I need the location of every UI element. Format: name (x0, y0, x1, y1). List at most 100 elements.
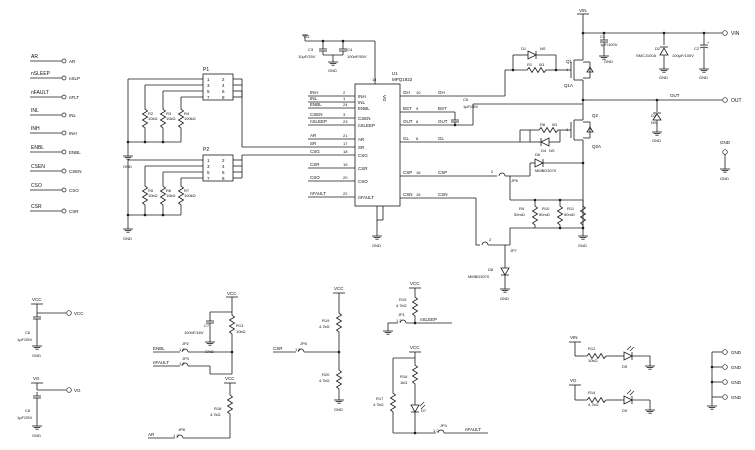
vcc-cap-block: VCC VCC C6 1µF/25V GND (17, 297, 84, 358)
d4-value: NS (549, 148, 555, 153)
p1-resistor-value: 10kΩ (166, 116, 175, 121)
gnd-terminal-2[interactable] (722, 364, 728, 370)
u1-inner-label: nFAULT (358, 195, 374, 200)
r13-value: 10kΩ (236, 329, 245, 334)
r15-value: 4.7kΩ (396, 303, 407, 308)
c6-ref: C6 (25, 330, 31, 335)
vg-terminal-label: VG (74, 388, 81, 393)
u1-pin-name: nSLEEP (310, 119, 327, 124)
r19-value: 4.7kΩ (319, 324, 330, 329)
jp2-net: ENBL (153, 346, 165, 351)
r16-ref: R16 (400, 374, 408, 379)
vin-terminal[interactable] (722, 30, 728, 36)
u1-pin-num: 18 (343, 149, 348, 154)
d1-ref: D1 (521, 46, 527, 51)
signal-inh-pin: INH (69, 131, 77, 136)
d2-ref: D2 (655, 46, 661, 51)
u1-pin-num: 10 (416, 90, 421, 95)
top-capacitors: VG GND C3 10µF/25V C4 100nF/50V (298, 34, 376, 84)
c1-value: 1µF/100V (600, 42, 618, 47)
r20-ref: R20 (322, 372, 330, 377)
p2-resistor-value: 100kΩ (184, 193, 196, 198)
jp3-net: nFAULT (153, 360, 169, 365)
d7-ref: D7 (421, 408, 427, 413)
out-terminal-label: OUT (731, 98, 742, 104)
u1-ref: U1 (392, 71, 398, 76)
r12-ref: R12 (588, 346, 596, 351)
u1-net-label: GH (438, 90, 445, 95)
u1-inner-label: nSLEEP (358, 123, 375, 128)
vcc-terminal[interactable] (66, 310, 72, 316)
p2-resistor-value: 10kΩ (148, 193, 157, 198)
u1-part: MPQ1922 (392, 77, 413, 82)
u1-top-pin: 14 (372, 77, 377, 82)
signal-enbl-net: ENBL (31, 145, 44, 151)
c7-ref: C7 (204, 323, 210, 328)
p2-pin: 8 (222, 176, 225, 181)
signal-nfault-pin: nFLT (69, 95, 79, 100)
vg-terminal[interactable] (66, 387, 72, 393)
r18-ref: R18 (214, 406, 222, 411)
gnd-terminal-4[interactable] (722, 394, 728, 400)
u1-right-pins: GH 10 BST 9 OUT 8 GL 6 CSP 16 CSN 15 GH … (400, 90, 530, 199)
header-p1: P1 1 3 5 7 2 4 6 8 R2 10kΩ R3 10kΩ R4 10… (122, 67, 330, 169)
gnd-terminal-label: GND (731, 365, 742, 370)
d6-value: MMBD3070 (535, 168, 557, 173)
u1-pin-name: nFAULT (310, 191, 326, 196)
r1-value: 0Ω (539, 62, 544, 67)
d8-gnd-label: GND (500, 296, 509, 301)
u1-pin-num: 21 (343, 133, 348, 138)
vcc-label: VCC (32, 297, 42, 302)
c5-ref: C5 (463, 97, 469, 102)
signal-cso-pin: CSO (69, 188, 79, 193)
out-terminal[interactable] (722, 97, 728, 103)
gnd-terminal-label: GND (731, 380, 742, 385)
u1-left-pins: INH 2 INL 1 ENBL 24 CSEN 3 nSLEEP 23 AR … (308, 90, 355, 198)
p2-pin: 4 (222, 164, 225, 169)
signal-inh: INH INH (30, 126, 77, 136)
signal-nsleep: nSLEEP nSLP (30, 71, 80, 81)
vg-led-label: VG (570, 378, 577, 383)
u1-pin-name: AR (310, 133, 317, 138)
p1-resistor-ref: R4 (184, 111, 190, 116)
signal-inl-net: INL (31, 108, 39, 114)
d4-ref: D4 (541, 148, 547, 153)
c6-gnd-label: GND (32, 353, 41, 358)
u1-pin-num: 20 (343, 175, 348, 180)
u1-net-label: CSN (438, 192, 448, 197)
p2-pin: 2 (222, 158, 225, 163)
q2-alt-ref: Q2A (592, 144, 601, 149)
u1-pin-name: CSP (403, 170, 412, 175)
q1-ref: Q1 (566, 59, 573, 64)
d3-ref: D3 (651, 113, 657, 118)
r14-ref: R14 (588, 390, 596, 395)
r9-value: 50mΩ (514, 212, 525, 217)
u1-inner-label: CSEN (358, 116, 371, 121)
r20-gnd-label: GND (334, 407, 343, 412)
p2-pin: 1 (207, 158, 210, 163)
u1-inner-label: SR (358, 145, 365, 150)
vin-label: VIN (579, 8, 587, 13)
gnd-terminal[interactable] (722, 149, 728, 155)
jp8-ref: JP8 (178, 427, 186, 432)
p1-pin: 6 (222, 89, 225, 94)
gnd-terminal-1[interactable] (722, 349, 728, 355)
u1-pin-name: CSO (310, 175, 320, 180)
u1-gnd-label: GND (372, 243, 381, 248)
gnd-terminal-3[interactable] (722, 379, 728, 385)
svg-text:1: 1 (566, 127, 569, 132)
caps-net-label: VG (303, 34, 310, 39)
jp5-ref: JP5 (300, 341, 308, 346)
signal-ar-pin: AR (69, 59, 76, 64)
r15-ref: R15 (399, 297, 407, 302)
svg-text:2: 2 (491, 169, 494, 174)
u1-pin-name: INL (310, 96, 318, 101)
jp4-net: nFAULT (465, 427, 481, 432)
p1-pin: 4 (222, 83, 225, 88)
q2-ref: Q2 (592, 113, 599, 118)
vin-led-block: VIN R12 10kΩ D5 (569, 335, 656, 370)
r18-value: 4.7kΩ (210, 412, 221, 417)
u1-pin-name: ENBL (310, 102, 322, 107)
u1-pin-num: 9 (416, 106, 419, 111)
r9-ref: R9 (519, 206, 525, 211)
